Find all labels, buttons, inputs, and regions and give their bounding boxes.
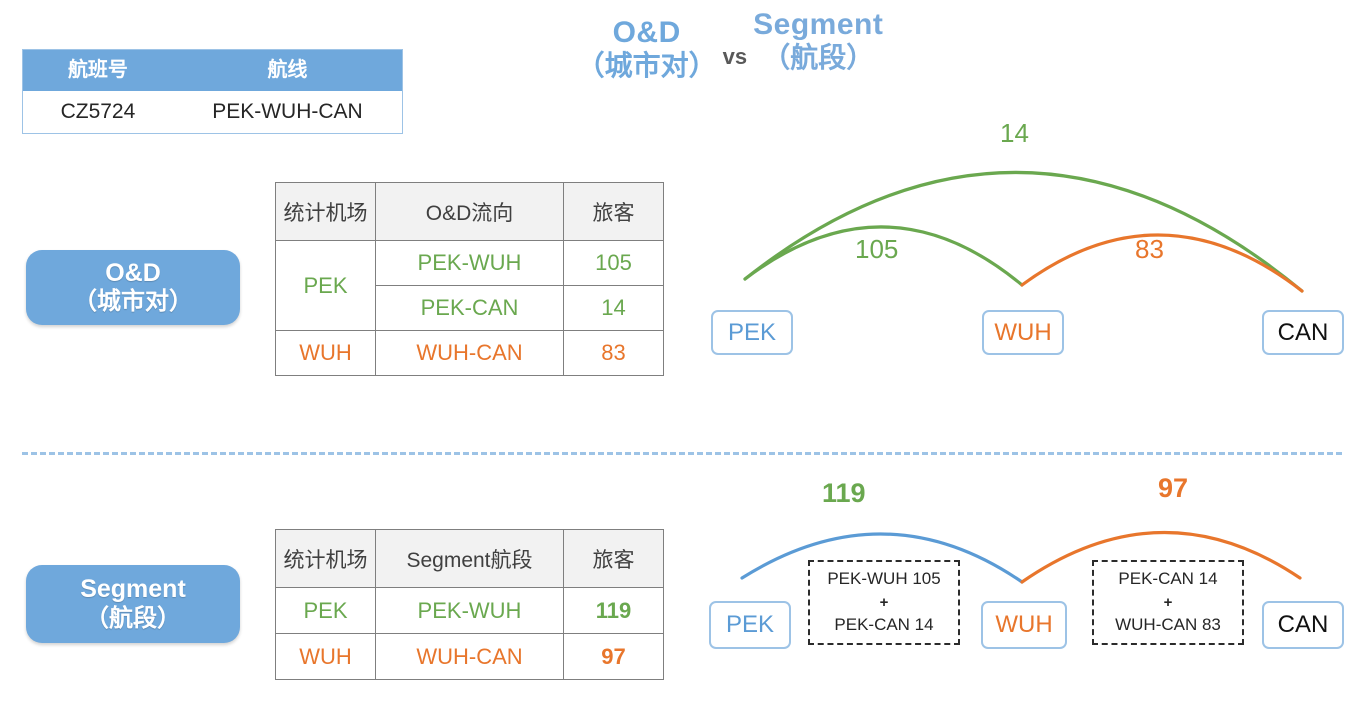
segment-cell-airport-wuh: WUH: [275, 633, 376, 680]
od-table: 统计机场 O&D流向 旅客 PEK PEK-WUH 105 PEK-CAN 14…: [275, 182, 664, 376]
calc-box-wuh-can: PEK-CAN 14 + WUH-CAN 83: [1092, 560, 1244, 645]
arc-wuh-can-segment: [1020, 530, 1302, 584]
node-wuh-segment[interactable]: WUH: [981, 601, 1067, 649]
arc-wuh-can-od: [1020, 233, 1304, 293]
arc-label-wuh-can-segment: 97: [1158, 473, 1189, 503]
table-row: PEK-CAN 14: [276, 285, 664, 331]
node-pek-od[interactable]: PEK: [711, 310, 793, 355]
table-row: PEK PEK-WUH 119: [275, 587, 664, 634]
od-header-pax: 旅客: [563, 182, 664, 241]
badge-od: O&D （城市对）: [26, 250, 240, 325]
arc-label-pek-can-od: 14: [1000, 118, 1029, 148]
od-header-flow: O&D流向: [375, 182, 564, 241]
od-cell-flow-0: PEK-WUH: [375, 240, 564, 286]
segment-cell-pax-0: 119: [563, 587, 664, 634]
title-vs: vs: [722, 44, 748, 69]
od-cell-airport-pek: PEK: [275, 240, 376, 331]
segment-header-pax: 旅客: [563, 529, 664, 588]
flight-route-value: PEK-WUH-CAN: [172, 91, 403, 134]
badge-od-en: O&D: [105, 258, 161, 287]
segment-table-header-row: 统计机场 Segment航段 旅客: [275, 529, 664, 588]
segment-cell-seg-0: PEK-WUH: [375, 587, 564, 634]
flight-table-header-row: 航班号 航线: [22, 49, 403, 91]
calc-left-line2: PEK-CAN 14: [834, 615, 934, 635]
calc-left-plus: +: [879, 593, 889, 611]
segment-cell-airport-pek: PEK: [275, 587, 376, 634]
arc-pek-wuh-od: [743, 225, 1024, 287]
arc-label-pek-wuh-od: 105: [855, 234, 899, 264]
flight-table-data-row: CZ5724 PEK-WUH-CAN: [22, 91, 403, 134]
calc-right-plus: +: [1163, 593, 1173, 611]
od-header-airport: 统计机场: [275, 182, 376, 241]
node-can-segment[interactable]: CAN: [1262, 601, 1344, 649]
arc-label-wuh-can-od: 83: [1135, 234, 1164, 264]
segment-cell-seg-1: WUH-CAN: [375, 633, 564, 680]
title-od-group: O&D （城市对）: [577, 8, 717, 81]
flight-table-header-flightno: 航班号: [22, 49, 173, 91]
segment-cell-pax-1: 97: [563, 633, 664, 680]
badge-od-cn: （城市对）: [73, 288, 193, 316]
od-cell-pax-1: 14: [563, 285, 664, 331]
arc-pek-wuh-segment: [740, 532, 1024, 584]
title-segment-cn: （航段）: [762, 41, 875, 73]
flight-info-table: 航班号 航线 CZ5724 PEK-WUH-CAN: [22, 49, 403, 134]
od-table-header-row: 统计机场 O&D流向 旅客: [275, 182, 664, 241]
page-title: O&D （城市对） vs Segment （航段）: [520, 8, 940, 108]
arc-label-pek-wuh-segment: 119: [822, 478, 866, 508]
table-row: WUH WUH-CAN 97: [275, 633, 664, 680]
node-pek-segment[interactable]: PEK: [709, 601, 791, 649]
badge-segment-en: Segment: [80, 575, 186, 604]
arc-pek-can-od: [743, 170, 1304, 293]
calc-left-line1: PEK-WUH 105: [827, 568, 941, 588]
node-can-od[interactable]: CAN: [1262, 310, 1344, 355]
od-cell-flow-2: WUH-CAN: [375, 330, 564, 376]
badge-segment: Segment （航段）: [26, 565, 240, 643]
flight-number-value: CZ5724: [22, 91, 173, 134]
calc-right-line2: WUH-CAN 83: [1115, 615, 1221, 635]
od-cell-pax-0: 105: [563, 240, 664, 286]
od-cell-pax-2: 83: [563, 330, 664, 376]
segment-table: 统计机场 Segment航段 旅客 PEK PEK-WUH 119 WUH WU…: [275, 529, 664, 680]
section-divider: [22, 452, 1342, 455]
node-wuh-od[interactable]: WUH: [982, 310, 1064, 355]
od-cell-airport-wuh: WUH: [275, 330, 376, 376]
flight-table-header-route: 航线: [172, 49, 403, 91]
calc-box-pek-wuh: PEK-WUH 105 + PEK-CAN 14: [808, 560, 960, 645]
table-row: WUH WUH-CAN 83: [275, 330, 664, 376]
title-segment-group: Segment （航段）: [753, 8, 883, 73]
segment-header-segment: Segment航段: [375, 529, 564, 588]
table-row: PEK PEK-WUH 105: [275, 240, 664, 331]
title-segment-en: Segment: [753, 8, 884, 41]
badge-segment-cn: （航段）: [85, 604, 181, 632]
title-od-cn: （城市对）: [576, 49, 717, 81]
title-od-en: O&D: [612, 16, 681, 49]
calc-right-line1: PEK-CAN 14: [1118, 568, 1218, 588]
